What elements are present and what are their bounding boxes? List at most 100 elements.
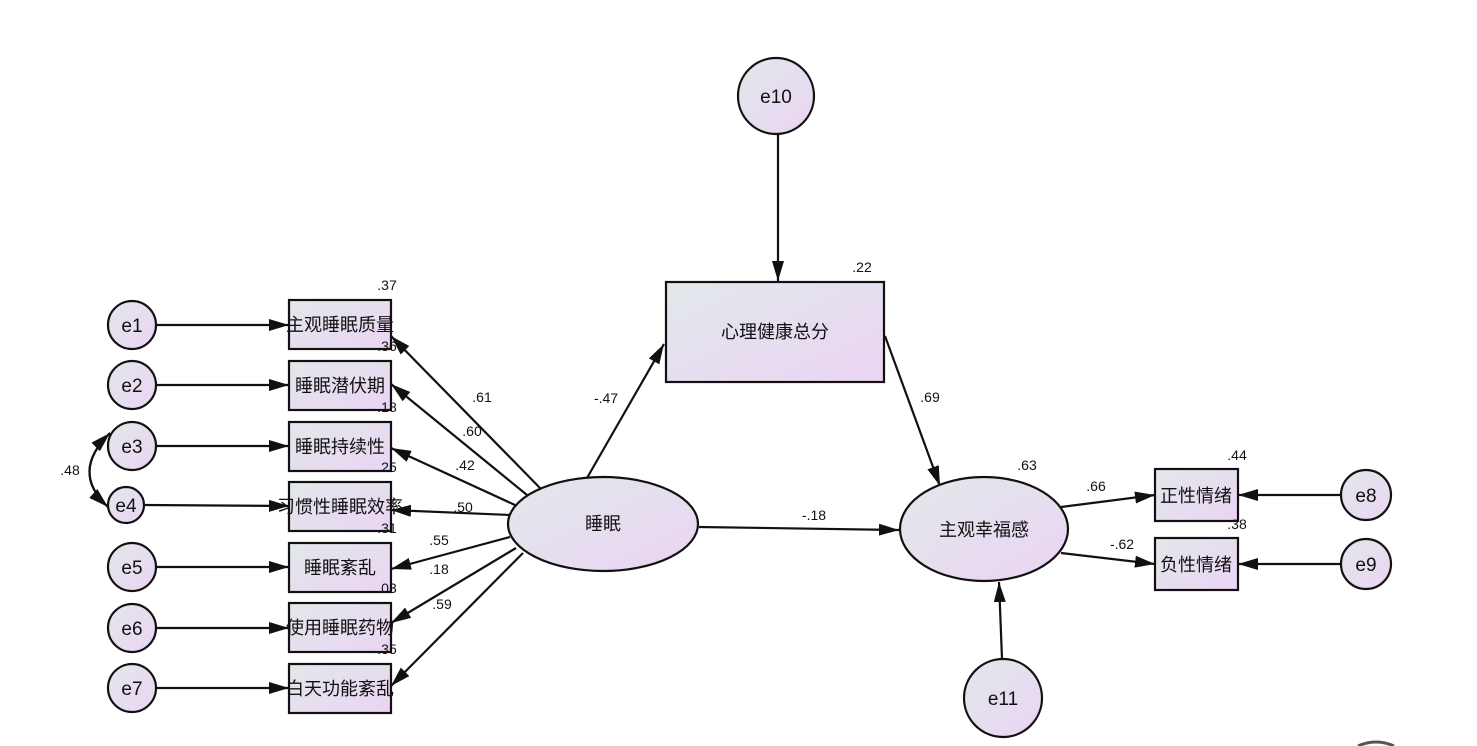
loading-arrow <box>390 504 511 517</box>
covariance-arrow <box>88 432 111 508</box>
error-label: e9 <box>1355 555 1376 576</box>
loading-arrow <box>390 447 516 506</box>
path-arrow <box>698 523 900 536</box>
partial-control-icon <box>1357 740 1395 746</box>
error-e5[interactable]: e5 <box>106 541 158 593</box>
indicator-label: 习惯性睡眠效率 <box>277 497 403 518</box>
path-coefficient: -.47 <box>594 390 618 406</box>
error-circle <box>106 420 158 472</box>
error-label: e8 <box>1355 486 1376 507</box>
indicator-sleep-medication[interactable]: 使用睡眠药物 .03 <box>286 580 397 654</box>
error-circle <box>106 299 158 351</box>
indicator-sleep-latency[interactable]: 睡眠潜伏期 .36 <box>287 338 397 412</box>
r2-label: .31 <box>377 520 397 536</box>
error-label: e4 <box>115 496 137 517</box>
error-e4[interactable]: e4 <box>106 485 146 525</box>
error-circle <box>1339 468 1393 522</box>
indicator-label: 使用睡眠药物 <box>286 618 394 639</box>
error-arrow <box>143 499 290 512</box>
coefficient-labels: .61 .60 .42 .50 .55 .18 .59 -.47 .69 -.1… <box>60 389 1134 612</box>
error-label: e1 <box>121 316 142 337</box>
indicator-label: 睡眠持续性 <box>295 437 385 458</box>
covariance-label: .48 <box>60 462 80 478</box>
r2-label: .18 <box>377 399 397 415</box>
indicator-subjective-sleep-quality[interactable]: 主观睡眠质量 .37 <box>286 277 397 351</box>
indicator-label: 白天功能紊乱 <box>286 679 394 700</box>
loading-arrow <box>390 552 524 687</box>
loading-label: -.62 <box>1110 536 1134 552</box>
error-e6[interactable]: e6 <box>106 602 158 654</box>
indicator-sleep-disturbance[interactable]: 睡眠紊乱 .31 <box>287 520 397 594</box>
indicator-box <box>287 662 393 715</box>
latent-wellbeing[interactable]: 主观幸福感 .63 <box>898 457 1070 583</box>
indicator-box <box>287 541 393 594</box>
indicator-negative-emotion[interactable]: 负性情绪 .38 <box>1153 516 1247 592</box>
latent-ellipse <box>506 475 700 573</box>
error-label: e11 <box>988 689 1018 710</box>
error-e2[interactable]: e2 <box>106 359 158 411</box>
disturbance-e11[interactable]: e11 <box>962 657 1044 739</box>
indicator-box <box>287 480 393 533</box>
indicator-box <box>287 420 393 473</box>
indicator-label: 主观睡眠质量 <box>286 315 394 336</box>
loading-arrow <box>390 535 511 571</box>
r2-label: .38 <box>1227 516 1247 532</box>
error-e8[interactable]: e8 <box>1339 468 1393 522</box>
loading-label: .18 <box>429 561 449 577</box>
loading-label: .42 <box>455 457 475 473</box>
error-e3[interactable]: e3 <box>106 420 158 472</box>
error-label: e5 <box>121 558 142 579</box>
loading-arrow <box>390 547 517 624</box>
path-arrow <box>883 335 942 487</box>
latent-label: 主观幸福感 <box>939 520 1029 541</box>
error-circle <box>106 602 158 654</box>
loading-label: .60 <box>462 423 482 439</box>
loading-arrow <box>390 335 541 489</box>
r2-label: .37 <box>377 277 397 293</box>
error-label: e10 <box>760 87 792 108</box>
r2-label: .63 <box>1017 457 1037 473</box>
mediator-mental-health[interactable]: 心理健康总分 .22 <box>664 259 886 384</box>
r2-label: .25 <box>377 459 397 475</box>
error-circle <box>736 56 816 136</box>
error-circle <box>106 541 158 593</box>
mediator-label: 心理健康总分 <box>721 322 829 343</box>
loading-arrow <box>1060 551 1156 568</box>
loading-label: .66 <box>1086 478 1106 494</box>
indicator-daytime-dysfunction[interactable]: 白天功能紊乱 .35 <box>286 641 397 715</box>
error-label: e6 <box>121 619 142 640</box>
path-coefficient: -.18 <box>802 507 826 523</box>
error-circle <box>1339 537 1393 591</box>
indicator-box <box>287 359 393 412</box>
disturbance-arrow <box>993 581 1006 660</box>
r2-label: .44 <box>1227 447 1247 463</box>
error-circle <box>106 485 146 525</box>
indicator-label: 正性情绪 <box>1160 486 1232 507</box>
error-e1[interactable]: e1 <box>106 299 158 351</box>
r2-label: .03 <box>377 580 397 596</box>
loading-label: .61 <box>472 389 492 405</box>
loading-label: .59 <box>432 596 452 612</box>
indicator-box <box>1153 536 1240 592</box>
error-label: e3 <box>121 437 142 458</box>
error-circle <box>106 662 158 714</box>
loading-arrow <box>1060 491 1156 509</box>
indicator-sleep-duration[interactable]: 睡眠持续性 .18 <box>287 399 397 473</box>
indicator-habitual-sleep-efficiency[interactable]: 习惯性睡眠效率 .25 <box>277 459 403 533</box>
error-label: e2 <box>121 376 142 397</box>
loading-label: .55 <box>429 532 449 548</box>
path-arrow <box>586 343 665 479</box>
error-e9[interactable]: e9 <box>1339 537 1393 591</box>
indicator-positive-emotion[interactable]: 正性情绪 .44 <box>1153 447 1247 523</box>
latent-ellipse <box>898 475 1070 583</box>
r2-label: .22 <box>852 259 872 275</box>
mediator-box <box>664 280 886 384</box>
loading-arrow <box>390 383 528 496</box>
disturbance-e10[interactable]: e10 <box>736 56 816 136</box>
indicator-box <box>287 601 393 654</box>
latent-sleep[interactable]: 睡眠 <box>506 475 700 573</box>
error-circle <box>106 359 158 411</box>
indicator-label: 负性情绪 <box>1160 555 1232 576</box>
indicator-label: 睡眠紊乱 <box>304 558 376 579</box>
error-e7[interactable]: e7 <box>106 662 158 714</box>
